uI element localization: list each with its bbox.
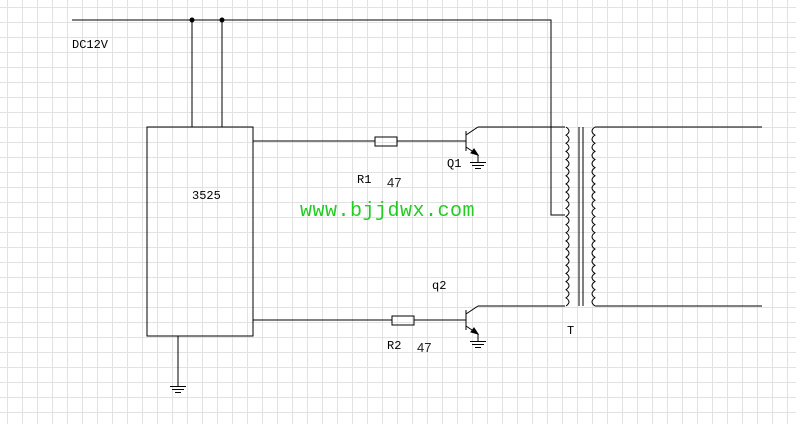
junction-dot [219,17,225,23]
transistor-q1 [465,126,480,162]
transistor-q2 [465,305,480,341]
resistor-r1-label: R1 [357,173,372,187]
resistor-r2 [391,315,415,326]
supply-rail-wire [72,19,565,216]
resistor-r1-value: 47 [387,175,402,190]
watermark: www.bjjdwx.com [300,200,476,223]
ground-icon [470,162,486,169]
ic-label: 3525 [192,189,221,203]
transistor-q1-label: Q1 [447,157,462,171]
ground-icon [170,386,186,393]
resistor-r2-label: R2 [387,339,402,353]
junction-dot [189,17,195,23]
resistor-r2-value: 47 [417,340,432,355]
resistor-r1 [374,136,398,147]
supply-label: DC12V [72,38,109,52]
transistor-q2-label: q2 [432,279,447,293]
transformer-secondary-coil [591,126,596,307]
transformer-primary-coil [565,126,570,307]
ground-icon [470,341,486,348]
transformer-label: T [567,324,575,338]
ic-3525-body [146,126,254,337]
